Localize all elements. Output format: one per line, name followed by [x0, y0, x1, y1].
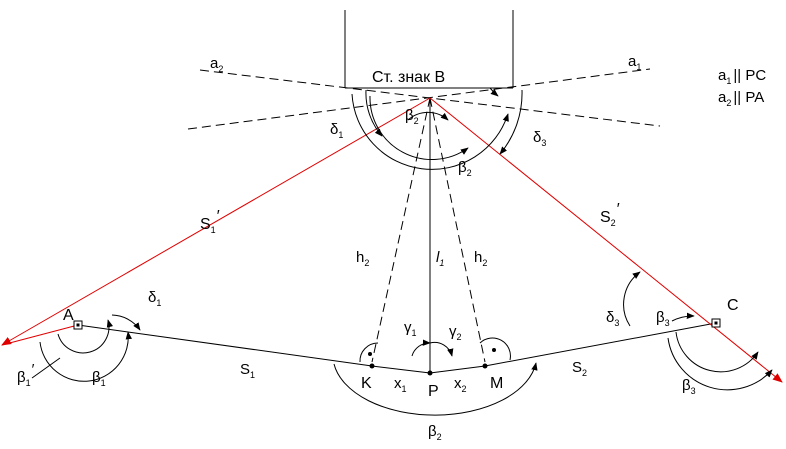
angle-arcs-b: [351, 87, 523, 170]
label-x2: x2: [454, 375, 467, 394]
label-delta1-a: δ1: [148, 289, 161, 308]
label-delta3-top: δ3: [533, 129, 546, 148]
arc-beta2-large: [351, 93, 509, 170]
label-gamma1: γ1: [404, 319, 417, 338]
point-m-dot: [482, 363, 488, 369]
label-l1: l1: [436, 249, 444, 268]
line-s2: [484, 322, 717, 367]
sightline-h2-left: [371, 97, 431, 363]
arc-beta2-inner: [407, 111, 449, 121]
segment-x2: [429, 365, 486, 374]
label-gamma2: γ2: [449, 323, 462, 342]
label-point-a: A: [63, 307, 74, 324]
label-h2-left: h2: [356, 249, 369, 268]
sightline-h2-right: [429, 97, 486, 363]
segment-x1: [371, 365, 431, 374]
label-beta3-outer: β3: [682, 377, 696, 396]
label-beta3-inner: β3: [656, 309, 670, 328]
station-markers: [73, 318, 721, 376]
arc-beta3-mid: [675, 331, 759, 373]
svg-text:a1|| PC: a1|| PC: [718, 67, 766, 86]
arc-delta1-top: [365, 89, 383, 137]
right-angle-dot-k: [368, 352, 372, 356]
label-s1: S1: [240, 361, 255, 380]
label-beta2-inner: β2: [405, 107, 419, 126]
arc-gamma2: [429, 341, 454, 357]
label-beta1-prime: β1′: [17, 361, 35, 388]
arc-beta1-inner: [57, 319, 114, 354]
svg-text:a2|| PA: a2|| PA: [718, 89, 764, 108]
line-s1-prime: [1, 97, 431, 346]
right-angle-dot-m: [492, 348, 496, 352]
arc-beta2-bottom: [333, 362, 538, 416]
red-lines: [1, 97, 783, 383]
angle-arcs-kpm: [333, 337, 538, 416]
arc-beta3-outer: [667, 337, 773, 391]
legend: a1|| PC a2|| PA: [718, 67, 766, 108]
label-a1: a1: [628, 53, 641, 72]
label-point-p: P: [428, 383, 439, 400]
label-delta1-top: δ1: [330, 121, 343, 140]
label-s2: S2: [572, 359, 587, 378]
point-k-dot: [369, 363, 375, 369]
label-point-c: C: [727, 297, 739, 314]
traverse-lines: [77, 98, 717, 374]
sign-b-building: [344, 10, 514, 89]
arc-delta3-c: [623, 271, 641, 327]
label-a2: a2: [210, 55, 223, 74]
right-angle-arc-m: [479, 337, 511, 361]
label-delta3-c: δ3: [606, 309, 619, 328]
sign-b-label: Ст. знак В: [372, 69, 445, 86]
angle-arcs-a: [31, 314, 141, 382]
label-point-m: M: [490, 375, 503, 392]
arc-beta2-small: [369, 95, 469, 161]
line-s2-prime: [429, 97, 783, 383]
label-point-k: K: [361, 375, 372, 392]
angle-arcs-c: [623, 271, 773, 391]
arc-a1-top: [489, 87, 499, 97]
right-angle-arc-k: [359, 342, 379, 363]
label-h2-right: h2: [474, 249, 487, 268]
arc-beta3-inner: [671, 312, 695, 322]
point-p-dot: [427, 370, 433, 376]
label-beta2-outer: β2: [458, 159, 472, 178]
arc-beta1-outer: [39, 331, 132, 382]
arc-gamma1: [411, 339, 431, 357]
direction-line-a1: [187, 68, 651, 130]
label-beta1: β1: [92, 369, 106, 388]
label-x1: x1: [394, 375, 407, 394]
arc-delta3-top: [499, 89, 523, 155]
red-extension-a: [1, 324, 79, 346]
label-beta2-bottom: β2: [428, 423, 442, 442]
label-s1-prime: S1′: [200, 208, 220, 235]
label-s2-prime: S2′: [600, 201, 620, 228]
arc-delta1-a: [111, 314, 141, 331]
